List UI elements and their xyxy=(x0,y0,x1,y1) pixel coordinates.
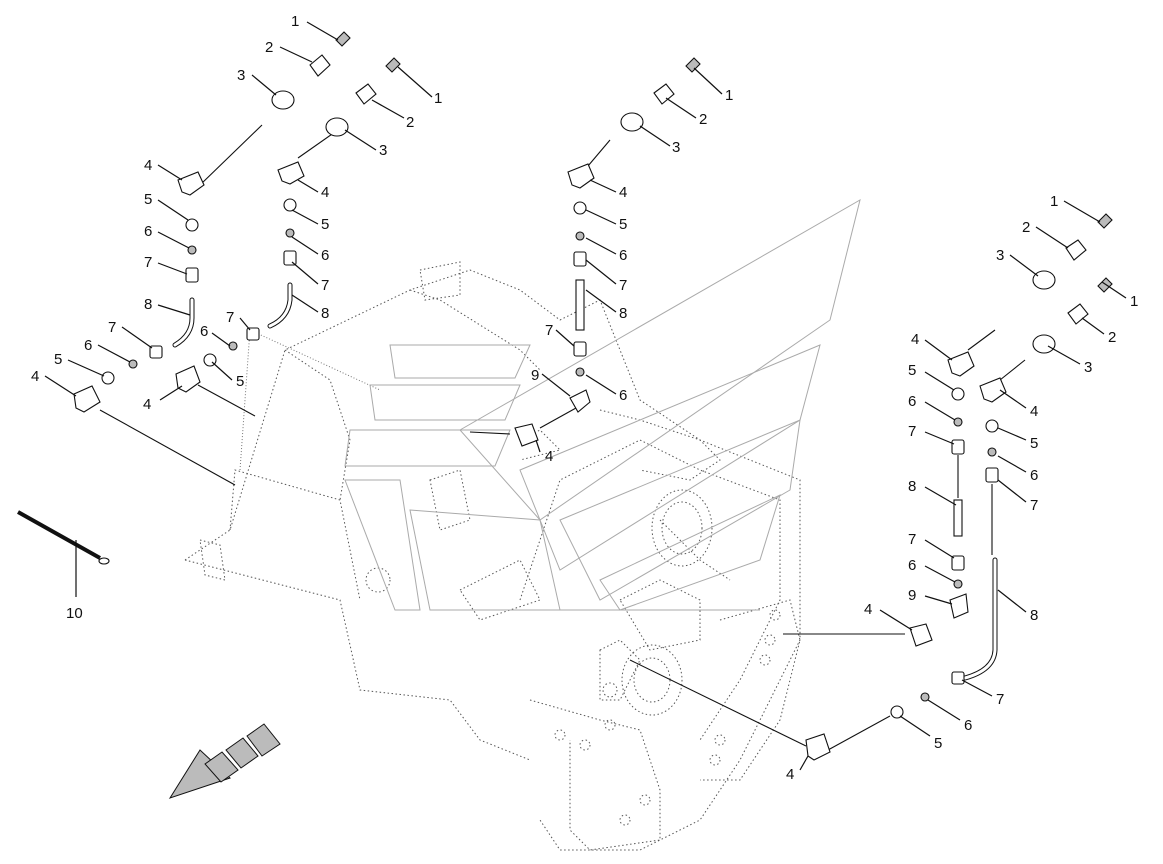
callout-5: 5 xyxy=(54,351,62,368)
callout-5: 5 xyxy=(1030,435,1038,452)
callout-7: 7 xyxy=(321,277,329,294)
callout-4: 4 xyxy=(144,157,152,174)
callout-8: 8 xyxy=(321,305,329,322)
callout-6: 6 xyxy=(619,387,627,404)
callout-4: 4 xyxy=(321,184,329,201)
callout-7: 7 xyxy=(908,423,916,440)
lube-line-assembly-g xyxy=(783,213,1113,647)
callout-5: 5 xyxy=(934,735,942,752)
callout-6: 6 xyxy=(619,247,627,264)
callout-4: 4 xyxy=(786,766,794,783)
callout-8: 8 xyxy=(908,478,916,495)
callout-7: 7 xyxy=(996,691,1004,708)
callout-5: 5 xyxy=(321,216,329,233)
callout-4: 4 xyxy=(143,396,151,413)
callout-6: 6 xyxy=(908,393,916,410)
callout-3: 3 xyxy=(996,247,1004,264)
callout-5: 5 xyxy=(144,191,152,208)
lube-line-assembly-c xyxy=(175,57,401,417)
callout-6: 6 xyxy=(964,717,972,734)
callout-5: 5 xyxy=(908,362,916,379)
callout-8: 8 xyxy=(144,296,152,313)
callout-3: 3 xyxy=(1084,359,1092,376)
callout-2: 2 xyxy=(265,39,273,56)
callout-2: 2 xyxy=(406,114,414,131)
callout-4: 4 xyxy=(911,331,919,348)
callout-6: 6 xyxy=(84,337,92,354)
cable-tie-part xyxy=(17,510,110,597)
callout-4: 4 xyxy=(31,368,39,385)
callout-9: 9 xyxy=(531,367,539,384)
callout-2: 2 xyxy=(1108,329,1116,346)
background-hatch-shapes xyxy=(344,198,861,611)
callout-9: 9 xyxy=(908,587,916,604)
callout-labels: 1 2 3 4 5 6 7 8 7 6 5 4 1 2 3 4 5 6 7 8 … xyxy=(31,13,1138,783)
lube-line-assembly-e xyxy=(469,57,701,447)
callout-7: 7 xyxy=(545,322,553,339)
callout-3: 3 xyxy=(379,142,387,159)
leader-lines xyxy=(44,21,1127,771)
callout-6: 6 xyxy=(1030,467,1038,484)
callout-6: 6 xyxy=(144,223,152,240)
callout-6: 6 xyxy=(908,557,916,574)
callout-8: 8 xyxy=(619,305,627,322)
callout-1: 1 xyxy=(1130,293,1138,310)
machine-frame xyxy=(184,261,801,851)
callout-8: 8 xyxy=(1030,607,1038,624)
callout-7: 7 xyxy=(1030,497,1038,514)
callout-2: 2 xyxy=(699,111,707,128)
callout-3: 3 xyxy=(672,139,680,156)
callout-7: 7 xyxy=(108,319,116,336)
callout-7: 7 xyxy=(908,531,916,548)
callout-5: 5 xyxy=(619,216,627,233)
callout-2: 2 xyxy=(1022,219,1030,236)
callout-4: 4 xyxy=(619,184,627,201)
callout-6: 6 xyxy=(321,247,329,264)
callout-3: 3 xyxy=(237,67,245,84)
callout-1: 1 xyxy=(291,13,299,30)
callout-7: 7 xyxy=(144,254,152,271)
callout-7: 7 xyxy=(619,277,627,294)
callout-5: 5 xyxy=(236,373,244,390)
callout-1: 1 xyxy=(725,87,733,104)
callout-4: 4 xyxy=(1030,403,1038,420)
callout-10: 10 xyxy=(66,605,83,622)
lube-line-assembly-i xyxy=(629,277,1113,761)
callout-1: 1 xyxy=(1050,193,1058,210)
callout-4: 4 xyxy=(545,448,553,465)
callout-1: 1 xyxy=(434,90,442,107)
lube-line-assembly-a xyxy=(73,31,351,486)
callout-7: 7 xyxy=(226,309,234,326)
direction-arrow-icon xyxy=(168,723,281,799)
callout-6: 6 xyxy=(200,323,208,340)
callout-4: 4 xyxy=(864,601,872,618)
